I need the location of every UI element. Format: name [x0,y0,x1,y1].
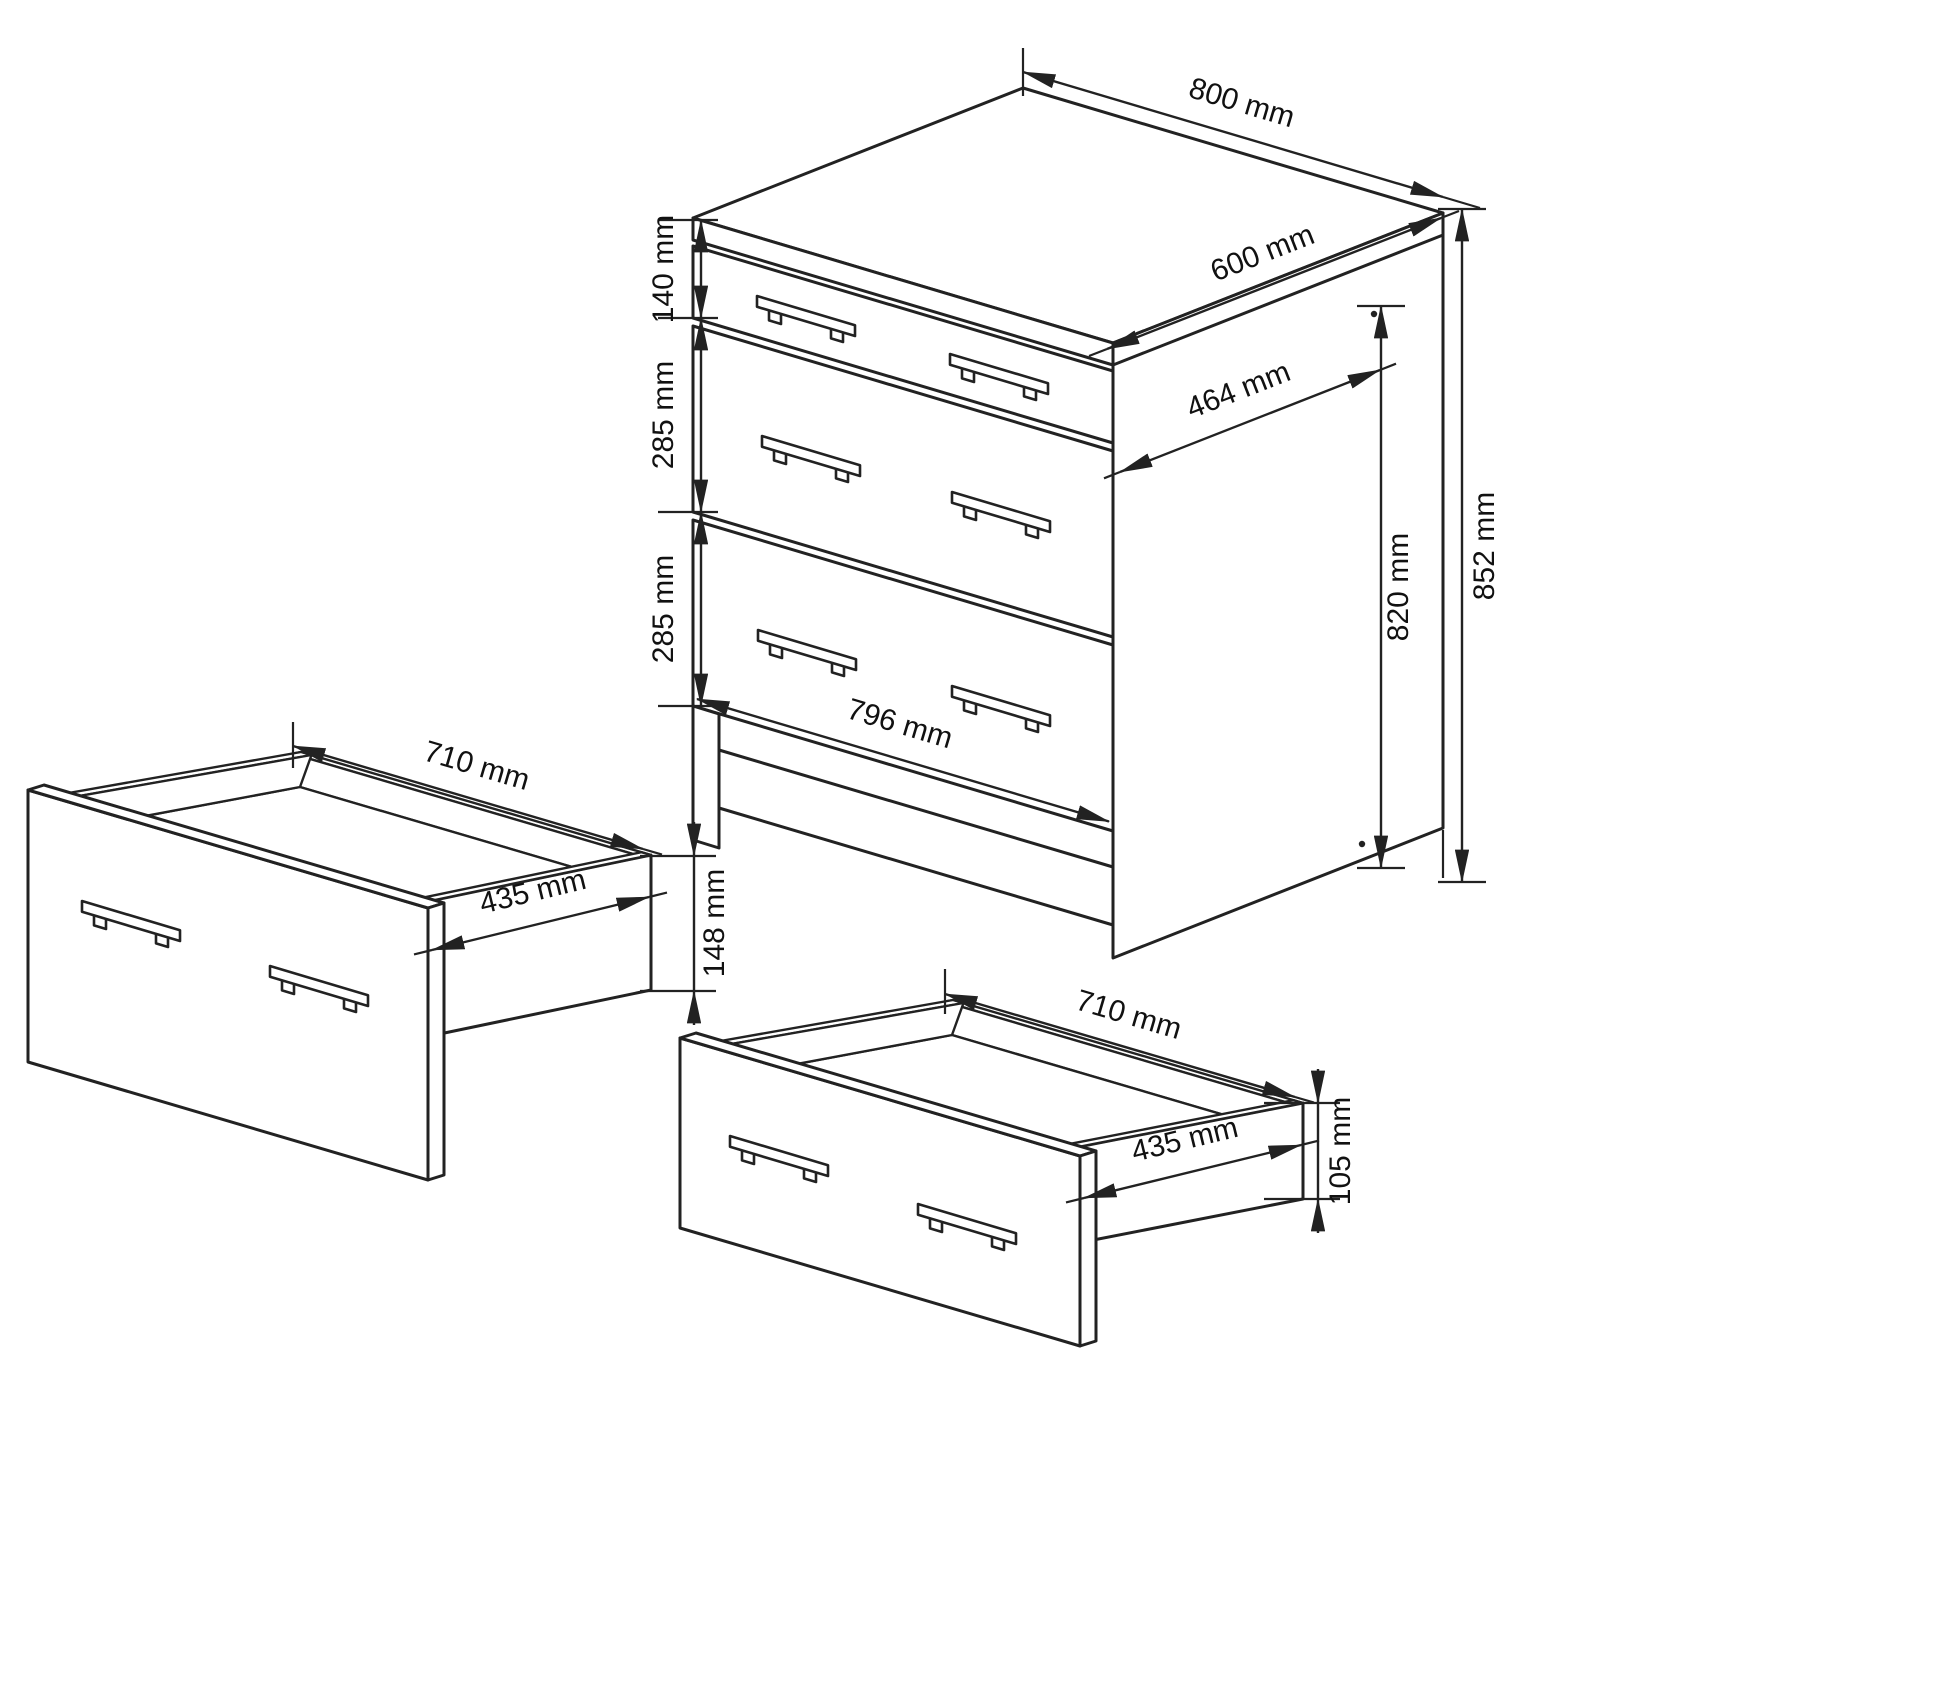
extension-line [1300,1139,1320,1147]
extension-line [642,847,663,856]
dim-line-small-435 [1082,1143,1303,1200]
dim-label-total-height: 852 mm [1468,492,1501,600]
cabinet-drawer2-front [691,324,1115,639]
cabinet [691,86,1445,960]
dim-label-large-drawer-height: 148 mm [698,869,731,977]
small-drawer [678,998,1305,1348]
large-drawer [26,750,653,1182]
extension-line [1065,1196,1085,1204]
extension-line [413,948,433,956]
dim-line-796 [695,697,1111,823]
dim-label-top-drawer-front: 140 mm [647,215,680,323]
large-drawer-front-right-edge [426,901,446,1182]
dim-label-middle-drawer-front: 285 mm [647,361,680,469]
dim-line-small-710 [943,992,1297,1099]
side-pin-hole-bottom [1358,840,1366,848]
dim-label-bottom-drawer-front: 285 mm [647,555,680,663]
cabinet-top-edge-front [691,216,1115,367]
small-drawer-front-right-edge [1078,1149,1098,1348]
dim-line-600 [1105,216,1443,351]
dim-line-464 [1118,368,1382,474]
extension-line [648,891,668,899]
dim-line-800 [1021,70,1445,199]
side-pin-hole-top [1370,310,1378,318]
dim-label-small-drawer-height: 105 mm [1324,1097,1357,1205]
extension-line [1103,470,1121,480]
dim-label-side-height: 820 mm [1382,533,1415,641]
dim-line-large-435 [430,895,651,952]
extension-line [1442,195,1481,210]
cabinet-drawer1-front [691,244,1115,445]
extension-line [1088,347,1108,358]
dim-line-large-710 [291,744,645,851]
cabinet-left-leg [691,704,721,850]
